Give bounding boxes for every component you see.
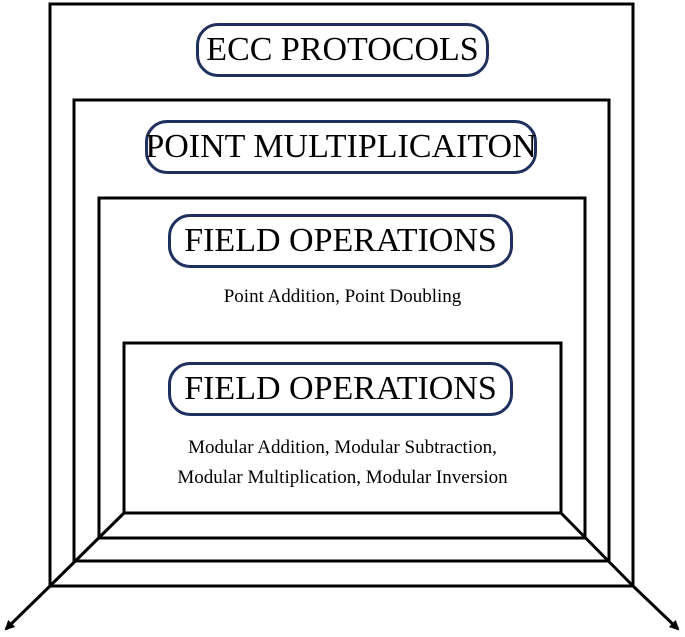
perspective-line-left [48,511,126,588]
layer-title-field-operations: FIELD OPERATIONS [168,362,513,416]
layer-description-point-operations: Point Addition, Point Doubling [223,286,462,307]
layer-box-point-operations [97,196,587,540]
layer-title-ecc-protocols: ECC PROTOCOLS [196,23,489,77]
layer-box-field-operations [122,341,563,515]
layer-box-ecc-protocols [48,2,635,588]
layer-box-point-multiplication [72,98,611,563]
layer-description-field-operations-line-2: Modular Multiplication, Modular Inversio… [177,467,508,488]
layer-title-point-multiplication: POINT MULTIPLICAITON [145,120,537,174]
perspective-line-right [559,511,635,588]
layer-title-point-operations: FIELD OPERATIONS [168,214,513,268]
arrow-bottom-left [4,584,52,631]
arrow-bottom-right [631,584,680,631]
layer-description-field-operations-line-1: Modular Addition, Modular Subtraction, [188,437,497,458]
